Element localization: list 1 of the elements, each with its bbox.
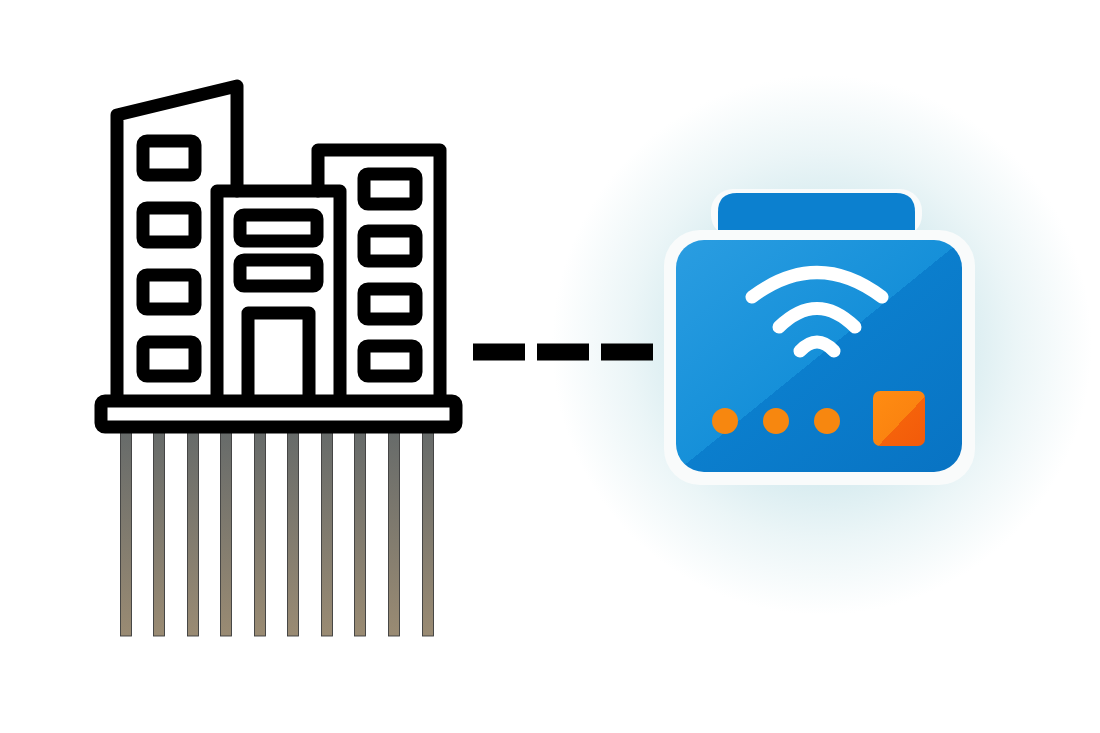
wifi-router-illustration [663,189,976,486]
